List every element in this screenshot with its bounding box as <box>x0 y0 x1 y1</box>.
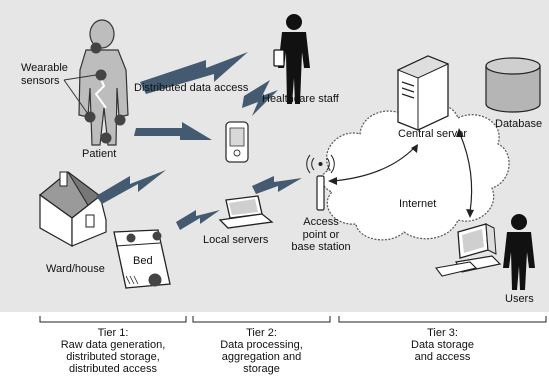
lightning-bolt-icon <box>134 122 212 140</box>
tier-1-caption: Tier 1: Raw data generation, distributed… <box>60 327 166 375</box>
house-icon <box>39 171 107 248</box>
cloud-icon <box>321 103 510 241</box>
lightning-bolt-icon <box>242 80 278 116</box>
leader-line <box>63 74 97 81</box>
wearable-sensors-label: Wearable sensors <box>21 62 68 87</box>
server-tower-icon <box>396 55 450 131</box>
sensor-dot <box>95 69 107 81</box>
pda-icon <box>225 121 249 163</box>
person-silhouette-icon <box>273 14 310 104</box>
person-silhouette-icon <box>503 214 535 290</box>
bed-icon <box>113 229 171 289</box>
sensor-dot <box>84 111 96 123</box>
distributed-data-access-label: Distributed data access <box>134 82 249 94</box>
lightning-bolt-icon <box>252 176 302 194</box>
users-label: Users <box>505 293 534 305</box>
ward-house-label: Ward/house <box>46 263 105 275</box>
wireless-links <box>96 52 302 230</box>
tier-3-caption: Tier 3: Data storage and access <box>411 327 474 363</box>
bed-label: Bed <box>133 255 153 267</box>
tier-2-caption: Tier 2: Data processing, aggregation and… <box>220 327 303 375</box>
human-body-icon <box>78 19 129 146</box>
patient-label: Patient <box>82 148 117 160</box>
access-point-label: Access point or base station <box>291 216 351 253</box>
tier-brackets <box>39 316 547 323</box>
antenna-icon <box>306 154 335 211</box>
healthcare-staff-label: Healthcare staff <box>262 93 339 105</box>
lightning-bolt-icon <box>176 210 220 230</box>
local-servers-label: Local servers <box>203 234 269 246</box>
central-server-label: Central server <box>398 128 468 140</box>
lightning-bolt-icon <box>96 170 166 204</box>
connection-arrows <box>332 133 473 213</box>
leader-line <box>63 79 89 115</box>
sensor-dot <box>114 114 126 126</box>
lightning-bolt-icon <box>140 52 248 94</box>
database-label: Database <box>495 118 543 130</box>
internet-label: Internet <box>399 198 437 210</box>
sensor-dot <box>100 132 112 144</box>
sensor-dot <box>90 42 102 54</box>
desktop-computer-icon <box>435 223 502 277</box>
arrowheads <box>328 128 474 218</box>
database-cylinder-icon <box>485 57 541 113</box>
laptop-icon <box>218 195 274 229</box>
